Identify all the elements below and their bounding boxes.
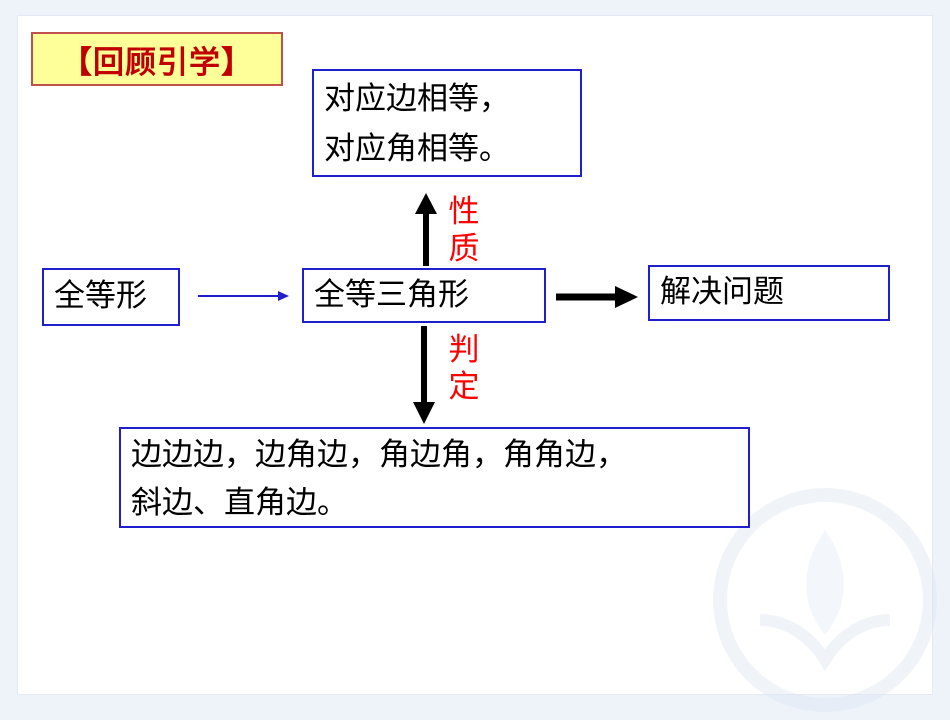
- properties-arrow-label: 性 质: [447, 194, 481, 268]
- congruent-figure-label: 全等形: [54, 278, 147, 315]
- arrow-congruent-to-triangle: [198, 291, 289, 301]
- arrow-down-criteria: [413, 326, 435, 424]
- judgement-char-1: 判: [448, 332, 480, 368]
- congruent-triangle-label: 全等三角形: [314, 276, 469, 313]
- solve-problem-label: 解决问题: [660, 274, 784, 311]
- judgement-arrow-label: 判 定: [447, 332, 481, 406]
- solve-problem-box: 解决问题: [648, 265, 890, 321]
- arrow-right-solve: [556, 286, 638, 308]
- properties-char-1: 性: [448, 194, 480, 230]
- properties-box: 对应边相等， 对应角相等。: [312, 69, 582, 177]
- criteria-line-2: 斜边、直角边。: [131, 485, 348, 522]
- criteria-line-1: 边边边，边角边，角边角，角角边，: [131, 437, 627, 473]
- properties-line-2: 对应角相等。: [324, 130, 510, 167]
- watermark-logo-icon: [713, 488, 937, 712]
- section-title: 【回顾引学】: [31, 32, 283, 86]
- arrow-up-properties: [415, 193, 437, 266]
- congruent-figure-box: 全等形: [42, 268, 180, 326]
- congruent-triangle-box: 全等三角形: [302, 268, 546, 323]
- properties-line-1: 对应边相等，: [324, 81, 510, 117]
- criteria-box: 边边边，边角边，角边角，角角边， 斜边、直角边。: [119, 427, 750, 528]
- judgement-char-2: 定: [448, 369, 480, 406]
- properties-char-2: 质: [448, 231, 480, 268]
